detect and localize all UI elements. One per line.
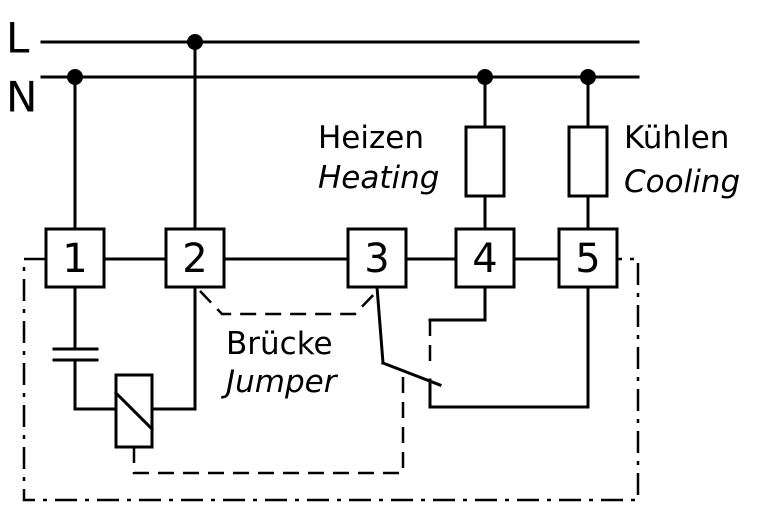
cooling-load-resistor (567, 125, 609, 198)
terminal-3-label: 3 (364, 236, 389, 282)
cooling-label-en: Cooling (624, 164, 740, 200)
jumper-link (199, 290, 378, 316)
terminal-1: 1 (44, 227, 106, 289)
terminal-3: 3 (346, 227, 408, 289)
label-L: L (6, 14, 30, 63)
terminal-5-label: 5 (575, 236, 600, 282)
switch-wire-from-3 (375, 285, 385, 365)
terminal-5: 5 (557, 227, 619, 289)
terminal-4: 4 (454, 227, 516, 289)
heating-label-en: Heating (318, 160, 439, 196)
cooling-label-de: Kühlen (624, 120, 729, 156)
relay-mechanical-linkage (132, 376, 405, 475)
heating-load-resistor (464, 125, 506, 198)
terminal-4-label: 4 (472, 236, 497, 282)
label-N: N (6, 73, 37, 122)
device-enclosure-outline (22, 257, 640, 502)
jumper-label-de: Brücke (226, 326, 333, 362)
relay-coil-diagonal (113, 390, 155, 432)
heating-label-de: Heizen (318, 120, 424, 156)
jumper-label-en: Jumper (220, 364, 339, 400)
terminal-2: 2 (164, 227, 226, 289)
terminal-2-label: 2 (182, 236, 207, 282)
terminal-1-label: 1 (62, 236, 87, 282)
